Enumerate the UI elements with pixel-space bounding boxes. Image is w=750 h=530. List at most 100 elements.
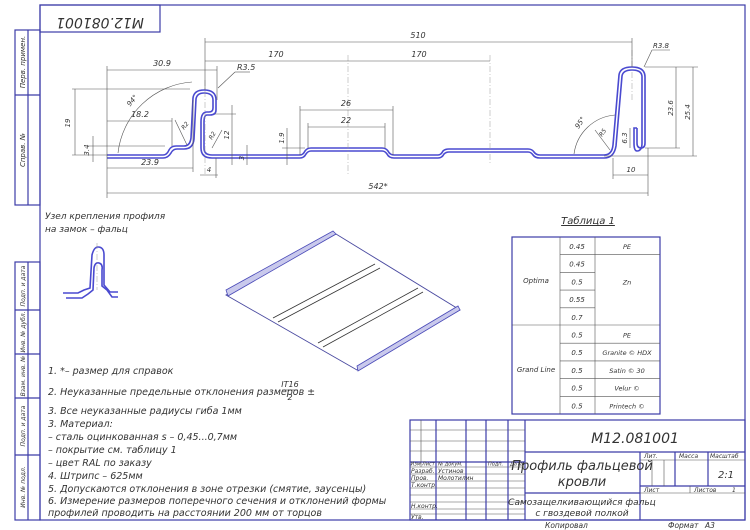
lock-detail: Узел крепления профиля на замок – фальц <box>45 212 166 299</box>
side-label: Взам. инв. № <box>20 356 27 397</box>
table-thickness: 0.55 <box>569 296 585 304</box>
dim-label: 170 <box>268 50 283 59</box>
drawing-subtitle: с гвоздевой полкой <box>535 509 628 519</box>
table-coating: Satin © 30 <box>609 367 645 375</box>
note: 5. Допускаются отклонения в зоне отрезки… <box>48 484 366 495</box>
dim-label: R3.5 <box>237 63 255 72</box>
dim-label: 3 <box>238 156 246 160</box>
sheets-value: 1 <box>732 487 736 494</box>
col-header: Изм <box>411 462 421 468</box>
dim-label: 170 <box>411 50 426 59</box>
side-label: Справ. № <box>19 133 27 167</box>
note: 6. Измерение размеров поперечного сечени… <box>48 496 387 507</box>
sheets-label: Листов <box>693 487 717 494</box>
table-coating: Granite © HDX <box>602 349 652 357</box>
sheet-label: Лист <box>643 487 660 494</box>
table-group-name: Grand Line <box>517 366 555 374</box>
format-value: A3 <box>704 521 715 530</box>
dim-label: 10 <box>627 166 636 174</box>
dim-label: 542* <box>368 182 387 191</box>
table-title: Таблица 1 <box>561 215 615 227</box>
note: 2. Неуказанные предельные отклонения раз… <box>48 387 315 398</box>
panel-3d-view <box>225 230 461 372</box>
note: 1. *– размер для справок <box>48 366 174 377</box>
side-label: Перв. примен. <box>19 36 27 89</box>
dim-label: R3.8 <box>653 42 670 50</box>
table-coating: PE <box>623 332 632 340</box>
side-label: Инв. № дубл. <box>20 311 27 352</box>
table-thickness: 0.5 <box>571 349 583 357</box>
table-coating: PE <box>623 243 632 251</box>
dim-label: 4 <box>207 166 211 174</box>
col-header: Дата <box>509 462 523 468</box>
col-header: Лист <box>421 462 436 468</box>
dim-label: 510 <box>410 31 425 40</box>
dim-label: 6.3 <box>621 132 629 143</box>
role-label: Н.контр. <box>411 503 438 510</box>
table-thickness: 0.5 <box>571 385 583 393</box>
table-thickness: 0.7 <box>571 314 583 322</box>
dim-label: R2 <box>180 121 191 132</box>
table-thickness: 0.45 <box>569 243 585 251</box>
dim-label: 25.4 <box>684 104 692 120</box>
role-label: Разраб. <box>411 468 435 475</box>
dim-label: R2 <box>208 130 218 141</box>
table-thickness: 0.45 <box>569 261 585 269</box>
person-name: Молотилин <box>438 475 473 482</box>
dim-label: 94° <box>125 93 139 108</box>
dim-label: 12 <box>223 130 231 139</box>
mass-label: Масса <box>679 453 698 460</box>
role-label: Т.контр. <box>411 482 437 489</box>
tolerance-numerator: IT16 <box>281 380 298 389</box>
note: 3. Все неуказанные радиусы гиба 1мм <box>48 406 242 417</box>
note: – сталь оцинкованная s – 0,45...0,7мм <box>48 432 237 443</box>
copied-label: Копировал <box>545 521 588 530</box>
note: профилей проводить на расстоянии 200 мм … <box>48 508 322 519</box>
lit-label: Лит. <box>643 453 658 460</box>
dim-label: 1.9 <box>278 132 286 144</box>
dim-label: R5 <box>598 127 608 138</box>
note: – покрытие см. таблицу 1 <box>48 445 177 456</box>
drawing-subtitle: Самозащелкивающийся фальц <box>508 498 656 508</box>
drawing-code: M12.081001 <box>591 431 679 447</box>
lock-caption: на замок – фальц <box>45 225 128 235</box>
note: – цвет RAL по заказу <box>48 458 152 469</box>
side-label: Подп. и дата <box>20 265 27 306</box>
title-block: M12.081001 Профиль фальцевой кровли Само… <box>409 419 746 521</box>
note: 3. Материал: <box>48 419 113 430</box>
table-thickness: 0.5 <box>571 332 583 340</box>
dim-label: 26 <box>341 99 351 108</box>
scale-value: 2:1 <box>718 470 734 481</box>
col-header: № докум. <box>437 462 463 468</box>
table-coating: Velur © <box>614 385 639 393</box>
role-label: Утв. <box>411 514 424 521</box>
format-label: Формат <box>668 521 699 530</box>
side-label: Подп. и дата <box>20 405 27 446</box>
dim-label: 3.4 <box>83 144 91 155</box>
mirrored-code: M12.081001 <box>56 14 144 30</box>
table-thickness: 0.5 <box>571 367 583 375</box>
table-thickness: 0.5 <box>571 278 583 286</box>
dim-label: 18.2 <box>131 110 149 119</box>
table-coating: Zn <box>622 278 632 286</box>
side-strip: Перв. примен. Справ. № Подп. и дата Инв.… <box>14 29 41 521</box>
mirrored-stamp <box>39 4 161 33</box>
table-coating: Printech © <box>609 402 644 410</box>
dim-label: 22 <box>341 116 351 125</box>
role-label: Пров. <box>411 475 429 482</box>
lock-caption: Узел крепления профиля <box>45 212 166 222</box>
drawing-title: Профиль фальцевой <box>511 459 653 474</box>
table-group-name: Optima <box>523 277 549 285</box>
tolerance-denominator: 2 <box>287 393 292 402</box>
side-label: Инв. № подл. <box>20 466 27 507</box>
dim-label: 95° <box>574 115 588 130</box>
drawing-title: кровли <box>558 475 606 490</box>
col-header: Подп. <box>488 462 503 468</box>
note: 4. Штрипс – 625мм <box>48 471 143 482</box>
scale-label: Масштаб <box>710 453 739 460</box>
profile-section: 510 170 170 30.9 R3.5 18.2 23.9 4 542* 2… <box>64 31 698 198</box>
dim-label: 23.9 <box>141 158 159 167</box>
dim-label: 23.6 <box>667 100 675 116</box>
